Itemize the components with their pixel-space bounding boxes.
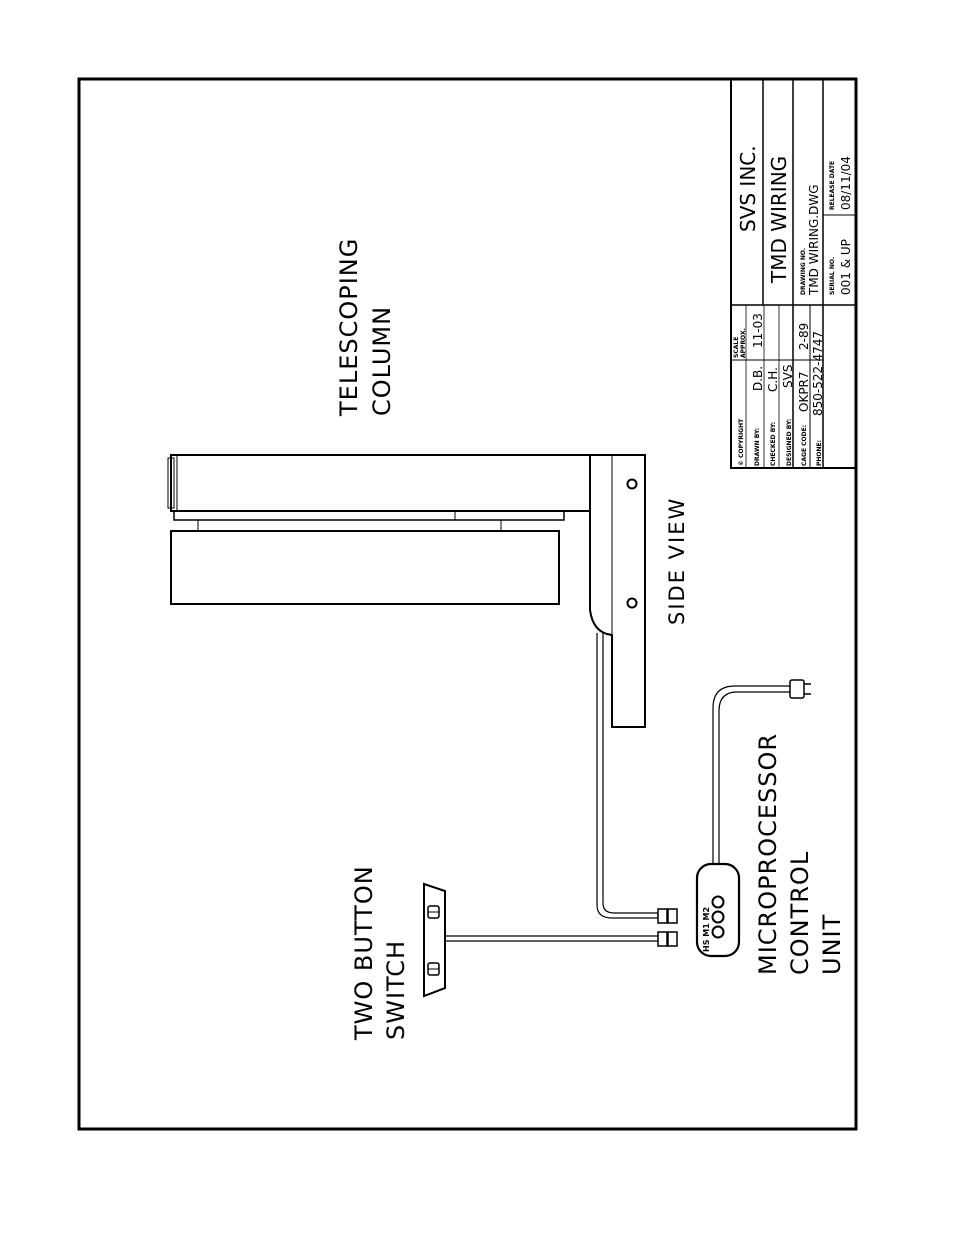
port-hs — [711, 925, 725, 939]
scale-value: APPROX. — [740, 328, 747, 358]
title-block: SVS INC. TMD WIRING © COPYRIGHT SCALE AP… — [730, 78, 857, 469]
power-plug — [789, 679, 811, 699]
cage-code-value: OKPR7 — [797, 371, 811, 412]
designed-by-value: SVS — [781, 365, 795, 388]
serial-no-label: SERIAL NO. — [829, 257, 836, 295]
drawn-by-label: DRAWN BY: — [754, 428, 761, 466]
unit-label: UNIT — [818, 914, 846, 975]
port-labels: HS M1 M2 — [702, 907, 711, 952]
designed-by-label: DESIGNED BY: — [786, 419, 793, 466]
checked-by-label: CHECKED BY: — [770, 422, 777, 466]
serial-no-value: 001 & UP — [839, 239, 853, 295]
phone-value: 850-522-4747 — [811, 331, 825, 416]
cable-connector — [657, 931, 678, 947]
copyright-label: © COPYRIGHT — [738, 418, 745, 466]
column-cable — [596, 633, 658, 919]
cable-connector — [657, 908, 678, 924]
bolt — [626, 597, 638, 609]
drawing-title: TMD WIRING — [767, 156, 791, 284]
switch-cable — [445, 935, 658, 942]
power-cable — [712, 685, 790, 864]
company-name: SVS INC. — [736, 145, 760, 232]
drawing-border — [77, 77, 858, 1131]
scale-label: SCALE — [733, 337, 740, 358]
port-m1 — [711, 910, 725, 924]
release-date-label: RELEASE DATE — [829, 161, 836, 210]
control-label: CONTROL — [786, 851, 814, 975]
two-button-label: TWO BUTTON — [350, 865, 378, 1041]
microprocessor-unit: HS M1 M2 — [695, 862, 741, 958]
release-date-value: 08/11/04 — [839, 156, 853, 210]
switch-label: SWITCH — [382, 940, 410, 1040]
microprocessor-label: MICROPROCESSOR — [754, 733, 782, 975]
phone-label: PHONE: — [816, 440, 823, 466]
drawn-by-value: D.B. — [751, 366, 765, 391]
telescoping-column — [167, 454, 646, 728]
checked-by-value: C.H. — [766, 367, 780, 392]
two-button-switch — [423, 882, 446, 998]
cage-extra-value: 2-89 — [797, 323, 811, 350]
drawing-no-value: TMD WIRING.DWG — [807, 184, 821, 296]
bolt — [626, 478, 638, 490]
drawing-no-label: DRAWING NO. — [800, 248, 807, 295]
side-view-label: SIDE VIEW — [665, 497, 689, 625]
telescoping-label: TELESCOPING — [335, 238, 363, 417]
column-label: COLUMN — [368, 306, 396, 416]
port-m2 — [711, 895, 725, 909]
drawn-date-value: 11-03 — [751, 313, 765, 348]
cage-code-label: CAGE CODE: — [801, 425, 808, 466]
